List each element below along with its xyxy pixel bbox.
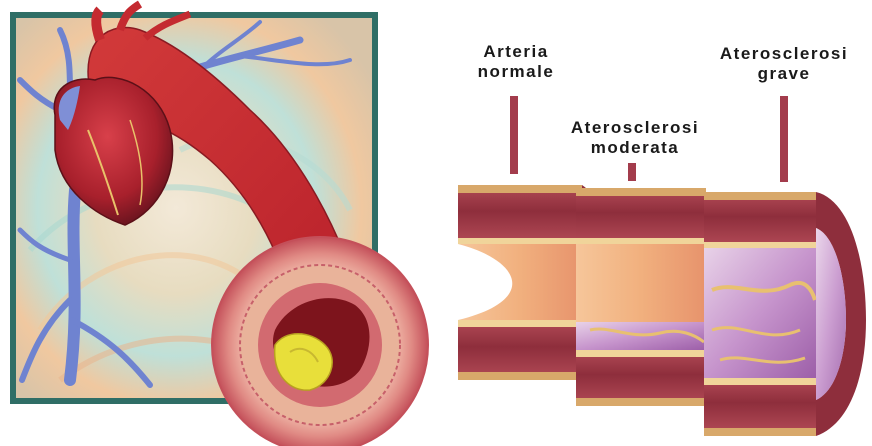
- artery-sections-panel: [458, 185, 866, 436]
- label-moderate-line2: moderata: [555, 138, 715, 158]
- pointer-moderate: [628, 163, 636, 181]
- pointer-normal: [510, 96, 518, 174]
- label-moderate-atherosclerosis: Aterosclerosi moderata: [555, 118, 715, 158]
- label-normal-artery: Arteria normale: [470, 42, 562, 82]
- label-normal-line1: Arteria: [470, 42, 562, 62]
- label-severe-atherosclerosis: Aterosclerosi grave: [704, 44, 864, 84]
- moderate-artery-segment: [576, 188, 706, 406]
- label-moderate-line1: Aterosclerosi: [555, 118, 715, 138]
- pointer-severe: [780, 96, 788, 182]
- label-normal-line2: normale: [470, 62, 562, 82]
- severe-artery-segment: [704, 192, 866, 436]
- heart-illustration-panel: [10, 4, 428, 446]
- label-severe-line2: grave: [704, 64, 864, 84]
- artery-cross-section: [212, 237, 428, 446]
- label-severe-line1: Aterosclerosi: [704, 44, 864, 64]
